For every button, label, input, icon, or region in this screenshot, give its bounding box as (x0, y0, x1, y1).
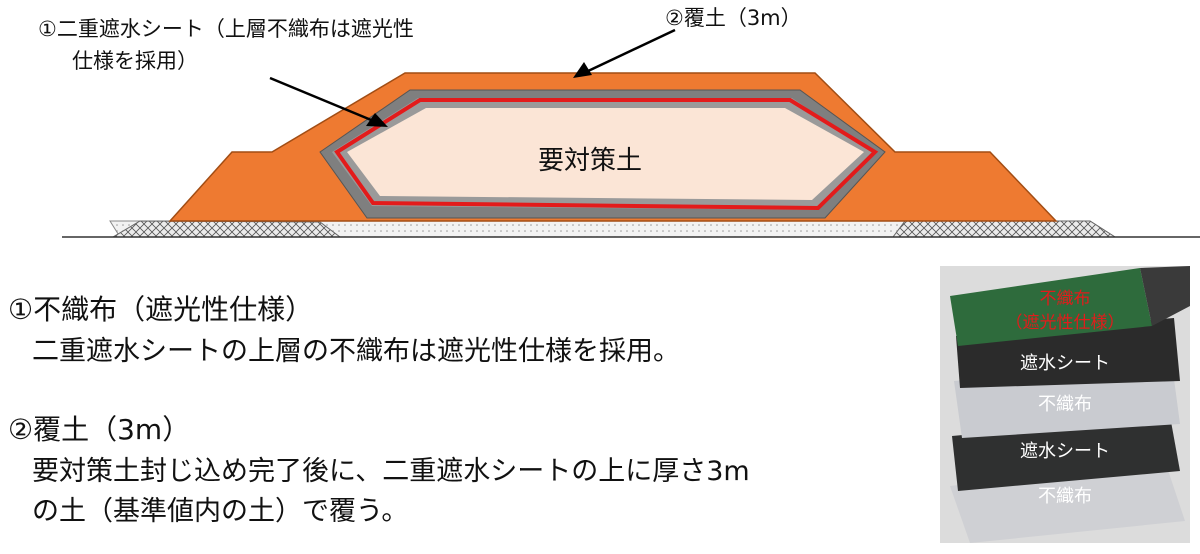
sheet-layers-photo: 不織布 （遮光性仕様） 遮水シート 不織布 遮水シート 不織布 (940, 266, 1190, 543)
section2-text-line1: 要対策土封じ込め完了後に、二重遮水シートの上に厚さ3m (32, 456, 750, 487)
red-liner (334, 98, 879, 211)
callout1-arrowhead (366, 113, 388, 127)
section2-text-line2: の土（基準値内の土）で覆う。 (32, 496, 409, 527)
photo-label-fabric2: 不織布 (1038, 486, 1092, 507)
callout1-arrow (269, 76, 377, 124)
photo-label-top-line1: 不織布 (1039, 289, 1091, 309)
photo-label-top-line2: （遮光性仕様） (1005, 313, 1125, 333)
callout2-arrowhead (573, 62, 592, 78)
callout1-line1: ①二重遮水シート（上層不織布は遮光性 (38, 17, 414, 41)
base-hatch-left (111, 220, 342, 238)
section1-text: 二重遮水シートの上層の不織布は遮光性仕様を採用。 (32, 336, 680, 367)
core-soil (347, 108, 864, 200)
photo-label-fabric1: 不織布 (1038, 394, 1092, 415)
cross-section-diagram (62, 28, 1200, 238)
photo-label-sheet2: 遮水シート (1020, 441, 1110, 462)
core-label: 要対策土 (538, 146, 643, 176)
callout2-arrow (585, 28, 676, 74)
photo-label-sheet1: 遮水シート (1020, 353, 1110, 374)
sheet-layers-illustration (940, 266, 1190, 543)
section1-heading: ①不織布（遮光性仕様） (8, 293, 314, 326)
base-hatch-right (892, 220, 1117, 238)
section2-heading: ②覆土（3m） (8, 413, 191, 446)
callout1-line2: 仕様を採用） (72, 49, 198, 73)
callout2-label: ②覆土（3m） (665, 6, 802, 30)
